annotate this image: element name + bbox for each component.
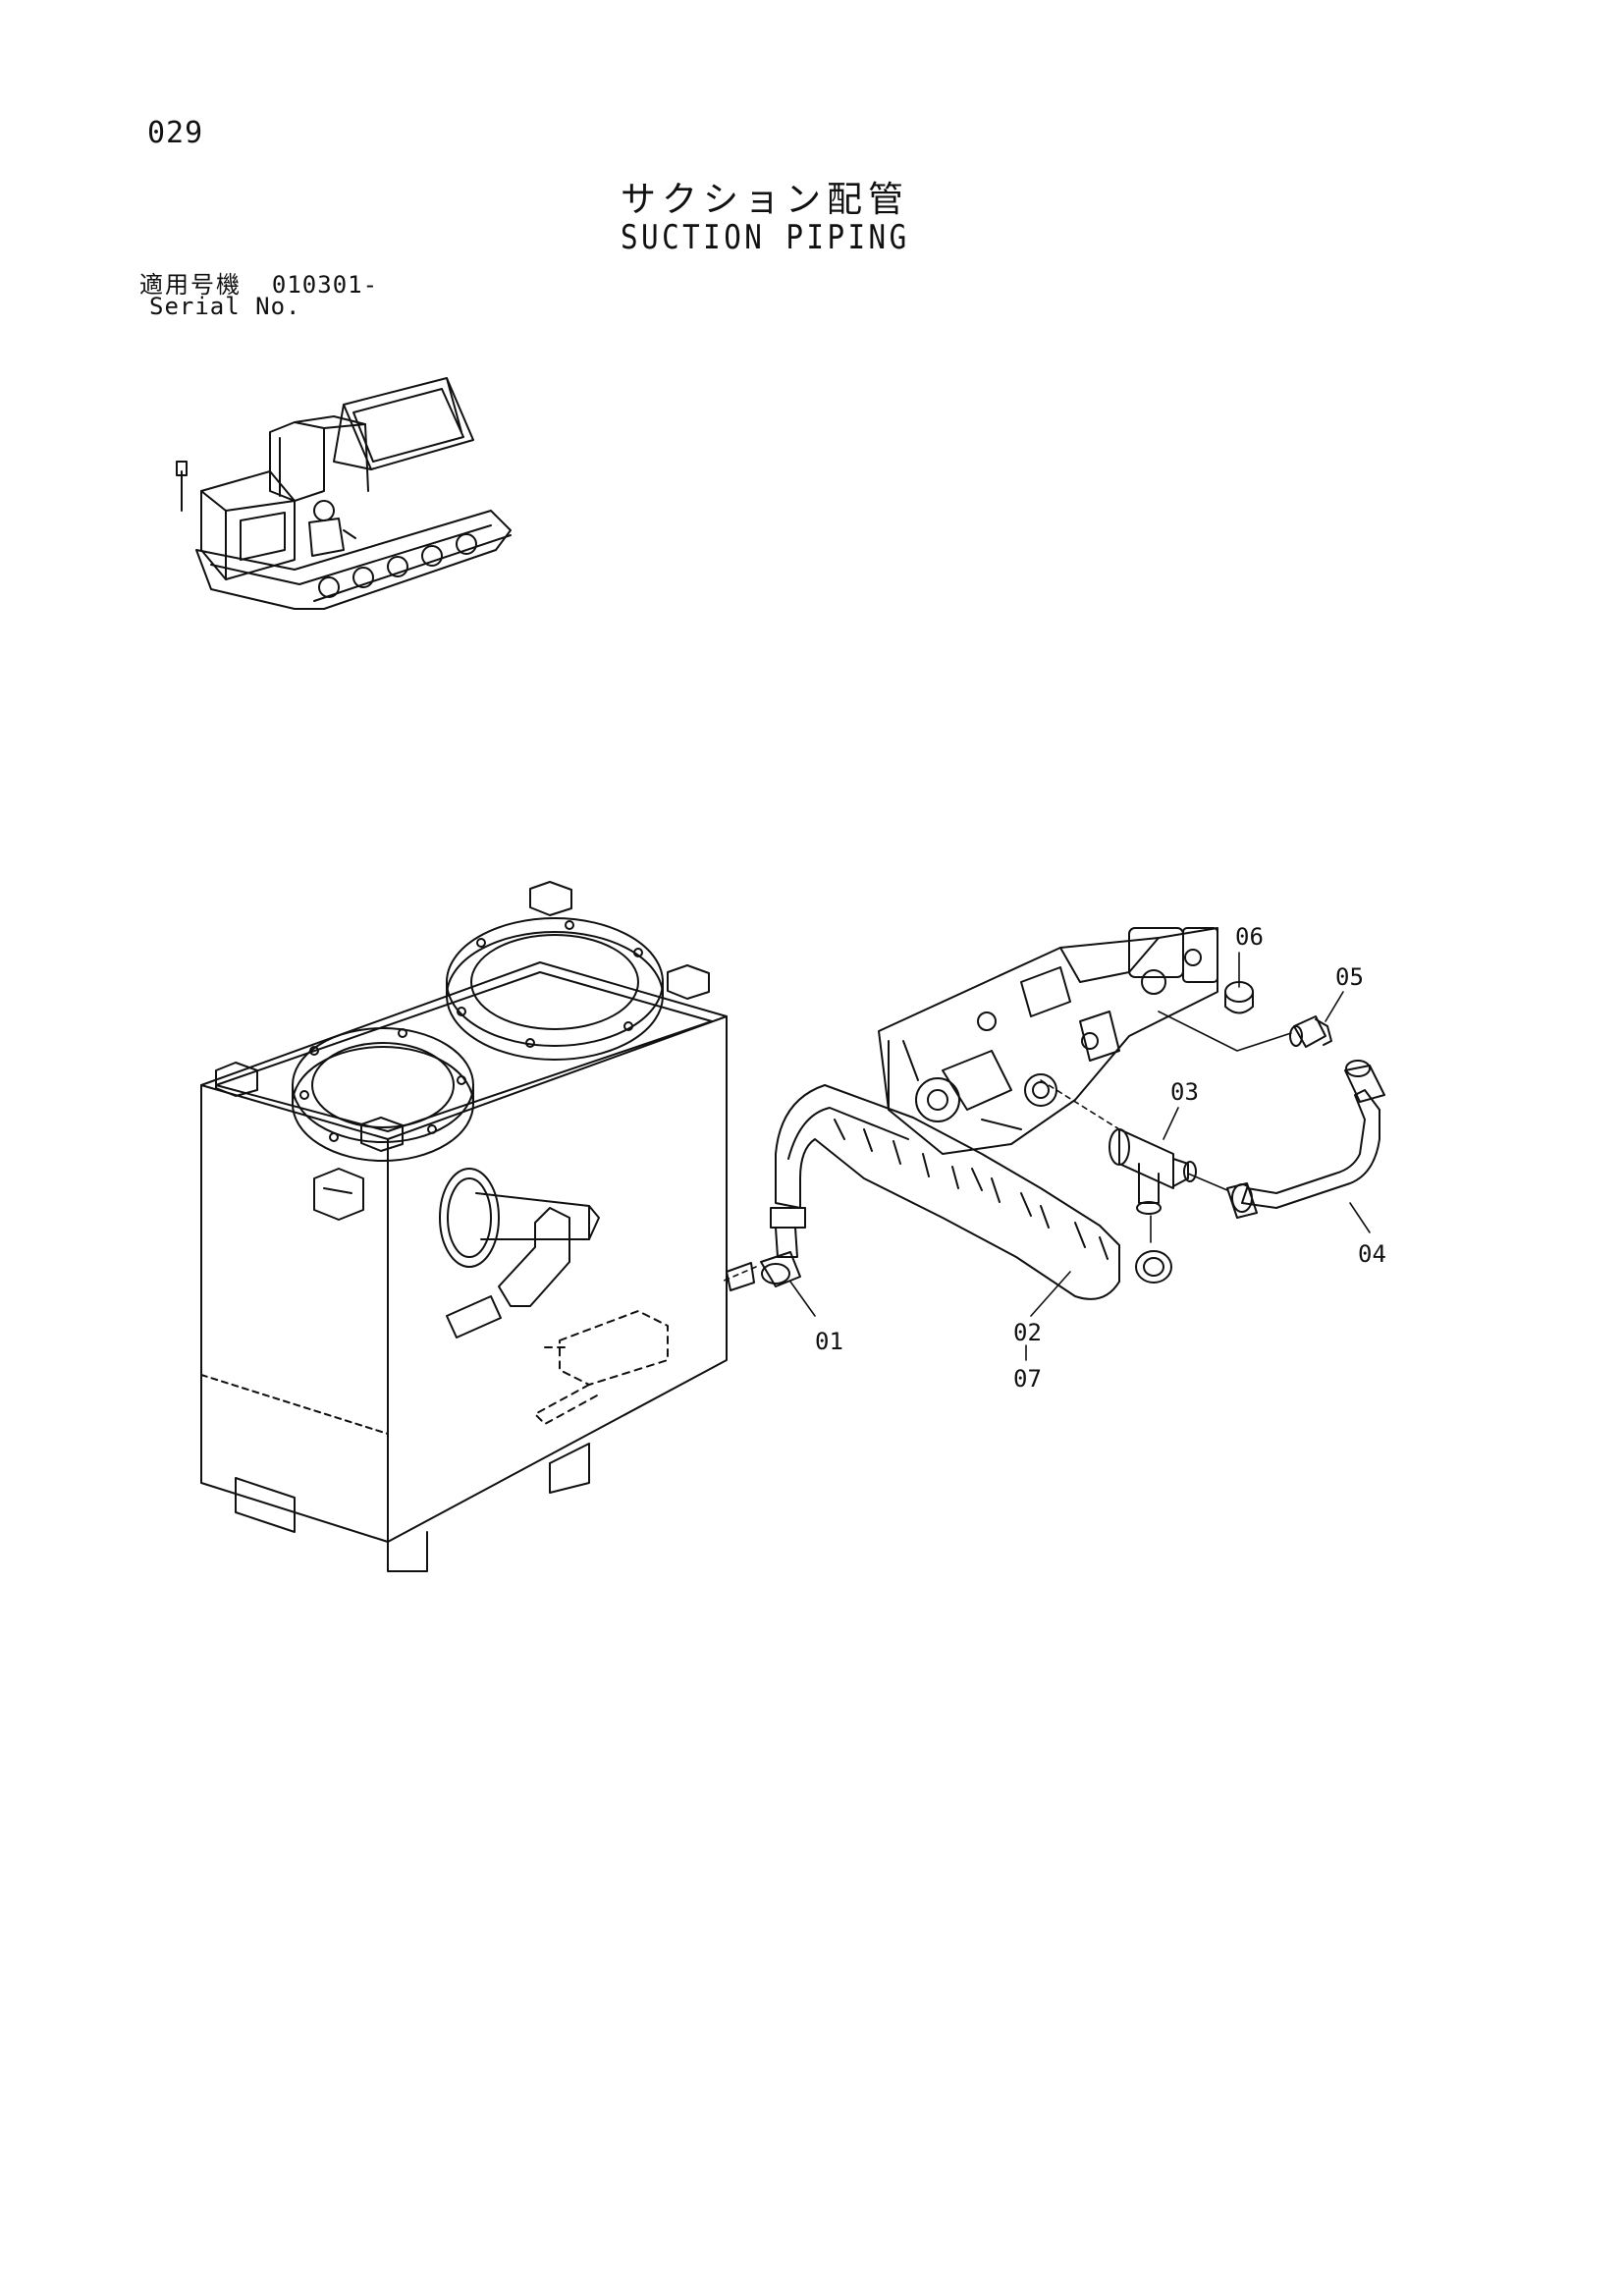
crawler-carrier-icon [176,377,512,610]
hydraulic-tank-drawing [200,881,728,1572]
serial-value: 010301- [271,271,379,299]
callout-01: 01 [815,1328,843,1355]
part-04-hose [1226,1060,1385,1219]
serial-row: 適用号機 010301- [139,265,378,300]
callout-05: 05 [1335,963,1364,991]
callout-04: 04 [1358,1240,1386,1268]
page-title-en: SUCTION PIPING [621,218,910,257]
part-01-elbow [726,1227,801,1291]
callout-02: 02 [1013,1319,1042,1346]
page-title-jp: サクション配管 [621,180,910,220]
callout-06: 06 [1235,923,1264,951]
part-03-tee [1109,1128,1197,1215]
callout-07: 07 [1013,1365,1042,1393]
serial-label-en: Serial No. [149,293,301,320]
part-05-adapter [1289,1015,1332,1048]
part-02-suction-hose [770,1084,1172,1300]
hydraulic-pump-drawing [878,927,1218,1155]
serial-label-jp: 適用号機 [139,271,242,299]
leader-lines [721,952,1371,1361]
page-number: 029 [147,116,204,150]
callout-03: 03 [1170,1078,1199,1106]
